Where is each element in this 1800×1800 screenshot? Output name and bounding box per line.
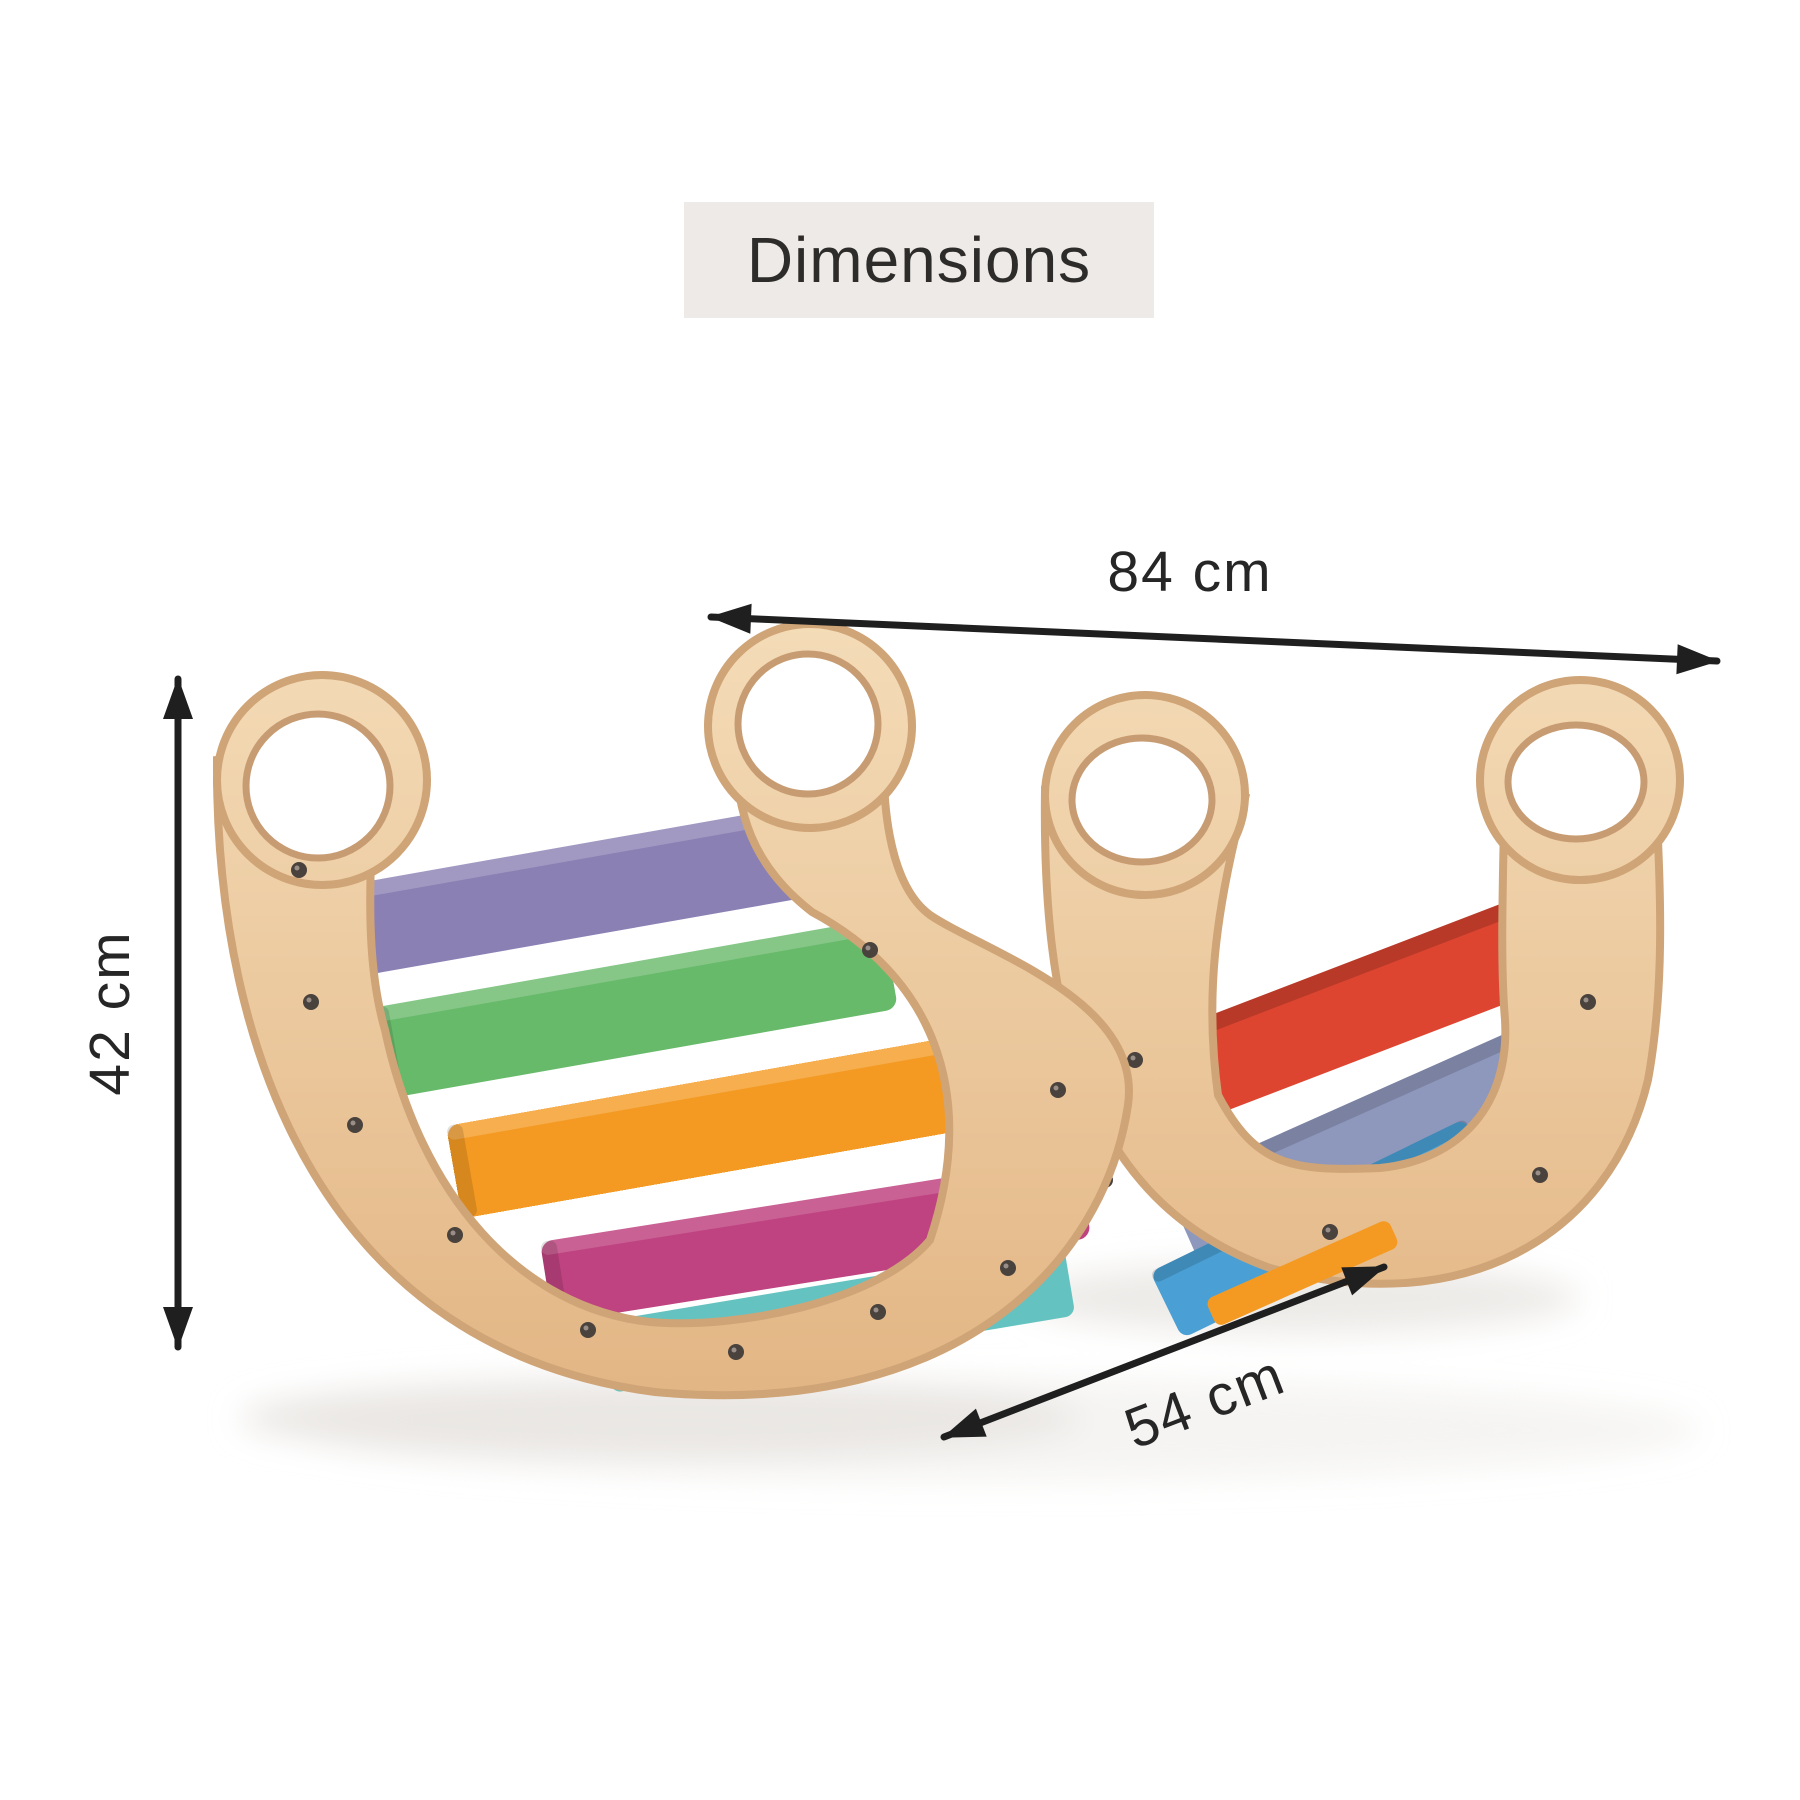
rear-right-handle-hole (1504, 721, 1648, 843)
front-left-handle-hole (242, 710, 394, 862)
arrowhead-right (1676, 644, 1719, 675)
title-badge: Dimensions (684, 202, 1154, 318)
rear-left-handle-hole (1068, 734, 1216, 866)
front-right-handle-hole (734, 650, 882, 798)
arrowhead-left (942, 1408, 987, 1438)
shadow-front (240, 1378, 1080, 1458)
rung-orange-far-sliver (1207, 1221, 1398, 1325)
arrowhead-top (163, 677, 193, 719)
height-arrow (163, 675, 193, 1351)
front-panel-screws (291, 862, 1066, 1360)
arrowhead-right (1341, 1266, 1386, 1296)
arrowhead-bottom (163, 1307, 193, 1349)
front-panel (212, 620, 1133, 1400)
arrowhead-left (709, 603, 752, 634)
rung-red (1187, 887, 1580, 1111)
page-title: Dimensions (746, 224, 1092, 296)
depth-arrow (940, 1263, 1388, 1441)
height-dimension-label: 42 cm (78, 930, 142, 1096)
width-arrow (707, 603, 1721, 675)
rear-panel (1040, 676, 1684, 1288)
rung-orange (447, 1033, 991, 1218)
width-dimension-label: 84 cm (1107, 540, 1273, 604)
